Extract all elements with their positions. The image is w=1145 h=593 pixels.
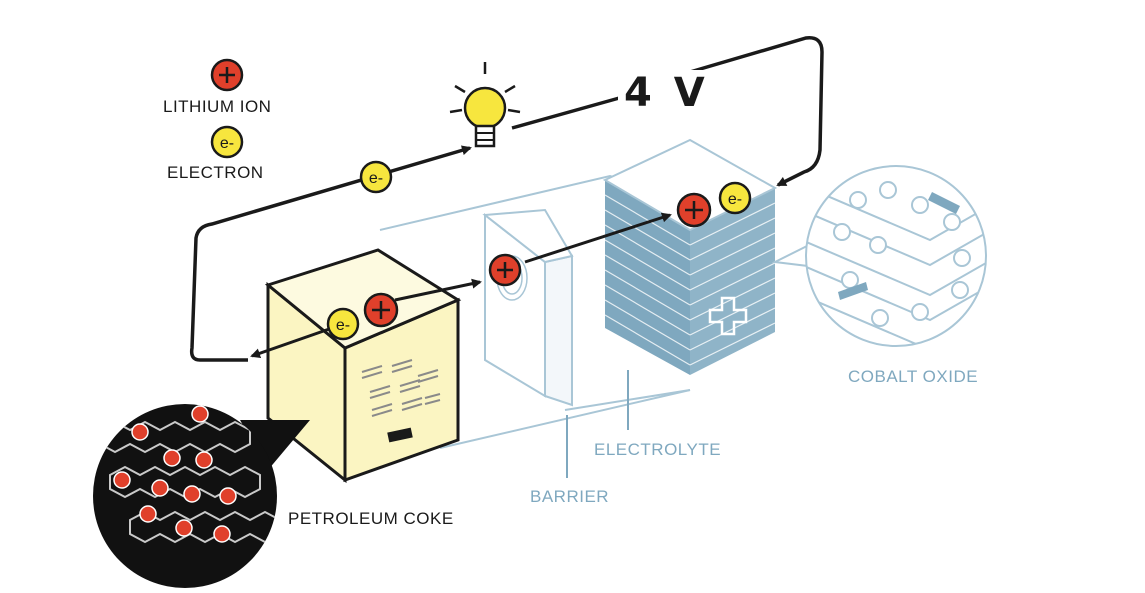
svg-text:e-: e- [220,135,234,152]
light-bulb-icon [449,62,521,148]
anode-block [264,248,462,484]
petroleum-coke-label: PETROLEUM COKE [288,509,454,528]
electron-legend-icon: e- [210,125,244,159]
electron-at-anode: e- [326,307,360,341]
svg-text:e-: e- [369,170,383,187]
barrier-label: BARRIER [530,487,610,506]
anode-minus-icon [387,427,413,443]
label-leaders [566,370,629,478]
barrier-plate [482,208,574,407]
lithium-ion-at-barrier [488,253,522,287]
lithium-ion-at-cathode [676,192,712,228]
voltage-label: 4 V [618,70,715,116]
electron-at-cathode: e- [718,181,752,215]
svg-text:e-: e- [728,191,742,208]
ion-arrow-2 [524,212,672,264]
cobalt-oxide-zoom [771,165,987,347]
electron-label: ELECTRON [167,163,264,182]
cathode-block [602,138,778,375]
petroleum-coke-zoom [93,404,310,588]
circuit-wire-top [511,36,824,185]
lithium-ion-label: LITHIUM ION [163,97,272,116]
svg-text:e-: e- [336,317,350,334]
lithium-ion-at-anode [363,292,399,328]
circuit-wire [189,145,472,362]
cathode-plus-icon [708,296,748,336]
electron-on-wire: e- [359,160,393,194]
electrolyte-label: ELECTROLYTE [594,440,722,459]
cobalt-oxide-label: COBALT OXIDE [848,367,979,386]
ion-arrow-1 [394,278,482,302]
lithium-ion-legend-icon [210,58,244,92]
